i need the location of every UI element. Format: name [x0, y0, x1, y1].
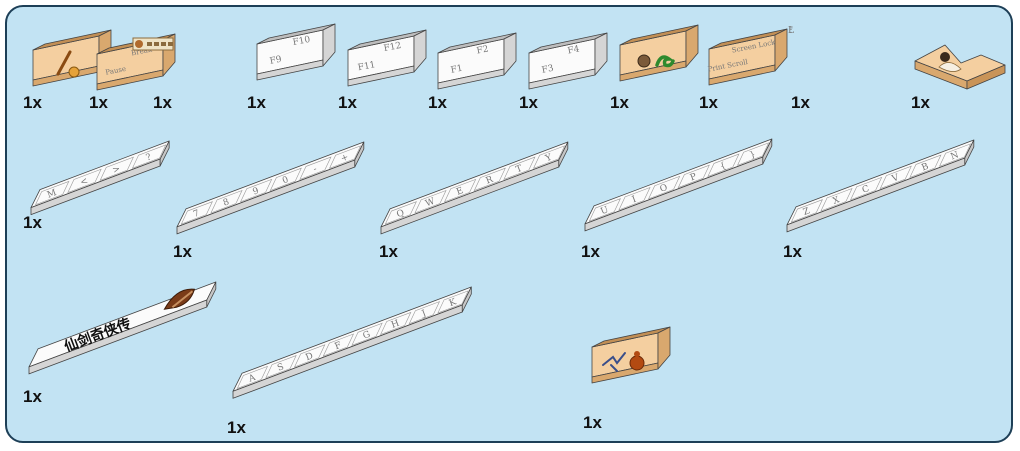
part-drawing: 仙剑奇侠传 [25, 278, 225, 398]
quantity-label: 1x [247, 93, 266, 113]
slope-side [658, 327, 670, 369]
quantity-label: 1x [173, 242, 192, 262]
quantity-label: 1x [153, 93, 172, 113]
tile-front [29, 300, 207, 374]
tile-front [787, 158, 965, 232]
quantity-label: 1x [519, 93, 538, 113]
quantity-label: 1x [791, 93, 810, 113]
tile-top [233, 287, 471, 391]
quantity-label: 1x [610, 93, 629, 113]
tile-top [381, 142, 568, 227]
slope-side [414, 30, 426, 72]
quantity-label: 1x [428, 93, 447, 113]
quantity-label: 1x [783, 242, 802, 262]
tile-top [787, 140, 974, 225]
quantity-label: 1x [23, 93, 42, 113]
tile-top [177, 142, 364, 227]
quantity-label: 1x [23, 213, 42, 233]
slope-side [323, 24, 335, 66]
quantity-label: 1x [338, 93, 357, 113]
slope-side [595, 33, 607, 75]
tile-front [585, 157, 763, 231]
quantity-label: 1x [911, 93, 930, 113]
parts-list-panel: 1xPauseBreak1x1xF9F101xF11F121xF1F21xF3F… [5, 5, 1013, 443]
slope-side [504, 33, 516, 75]
quantity-label: 1x [581, 242, 600, 262]
key-label: " [789, 26, 793, 36]
scroll-banner-icon [133, 38, 173, 50]
quantity-label: 1x [583, 413, 602, 433]
slope-side [775, 29, 787, 71]
tile-top [585, 139, 772, 224]
tile-front [233, 305, 462, 398]
tile-front [381, 160, 559, 234]
tile-front [177, 160, 355, 234]
slope-side [686, 25, 698, 67]
part-drawing [582, 337, 782, 443]
quantity-label: 1x [23, 387, 42, 407]
quantity-label: 1x [227, 418, 246, 438]
quantity-label: 1x [699, 93, 718, 113]
quantity-label: 1x [89, 93, 108, 113]
quantity-label: 1x [379, 242, 398, 262]
